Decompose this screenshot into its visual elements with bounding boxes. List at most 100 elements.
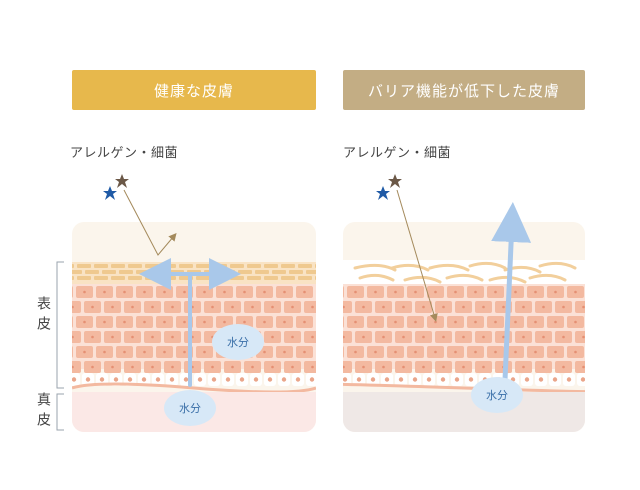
basal-nucleus <box>169 377 175 382</box>
cell-nucleus <box>462 335 465 339</box>
basal-nucleus <box>99 377 105 382</box>
cell-nucleus <box>311 335 314 339</box>
cell-nucleus <box>131 305 134 309</box>
corneum-cell <box>272 270 286 274</box>
cell-nucleus <box>271 365 274 369</box>
cell-nucleus <box>382 365 385 369</box>
corneum-cell <box>264 264 278 268</box>
corneum-cell <box>230 276 244 280</box>
water-escape-arrow-right <box>491 202 532 383</box>
corneum-cell <box>136 270 150 274</box>
cell-nucleus <box>474 290 477 294</box>
cell-nucleus <box>203 350 206 354</box>
basal-nucleus <box>580 377 585 382</box>
cell-nucleus <box>151 365 154 369</box>
corneum-cell <box>94 264 108 268</box>
cell-nucleus <box>151 335 154 339</box>
basal-nucleus <box>267 377 273 382</box>
cell-nucleus <box>163 290 166 294</box>
epidermis-label: 表皮 <box>28 296 51 336</box>
cell-nucleus <box>414 320 417 324</box>
corneum-cell <box>162 264 176 268</box>
cell-nucleus <box>554 350 557 354</box>
corneum-cell <box>145 276 159 280</box>
cell-nucleus <box>263 320 266 324</box>
cell-nucleus <box>522 365 525 369</box>
cell-nucleus <box>494 350 497 354</box>
corneum-flake <box>403 275 442 284</box>
cell-nucleus <box>343 365 345 369</box>
basal-nucleus <box>127 377 133 382</box>
cell-nucleus <box>442 305 445 309</box>
epidermis-cells-right <box>334 286 585 373</box>
cell-nucleus <box>582 335 585 339</box>
cell-nucleus <box>111 335 114 339</box>
cell-nucleus <box>482 335 485 339</box>
basement-membrane <box>343 382 585 394</box>
cell-nucleus <box>514 320 517 324</box>
cell-nucleus <box>334 291 337 294</box>
corneum-cell <box>306 270 316 274</box>
corneum-cell <box>196 264 210 268</box>
cell-nucleus <box>311 305 314 309</box>
cell-nucleus <box>562 365 565 369</box>
basal-nucleus <box>426 377 432 382</box>
cell-nucleus <box>131 365 134 369</box>
basal-nucleus <box>440 377 446 382</box>
allergen-label-left: アレルゲン・細菌 <box>70 146 179 161</box>
basal-nucleus <box>412 377 418 382</box>
cell-nucleus <box>72 335 74 339</box>
cell-nucleus <box>203 320 206 324</box>
cell-nucleus <box>402 305 405 309</box>
cell-nucleus <box>442 335 445 339</box>
cell-nucleus <box>103 320 106 324</box>
corneum-cell <box>145 264 159 268</box>
basal-nucleus <box>72 377 77 382</box>
cell-nucleus <box>462 305 465 309</box>
corneum-cell <box>77 264 91 268</box>
cell-nucleus <box>582 305 585 309</box>
cell-nucleus <box>143 350 146 354</box>
cell-nucleus <box>231 365 234 369</box>
cell-nucleus <box>442 365 445 369</box>
cell-nucleus <box>482 365 485 369</box>
cell-nucleus <box>514 350 517 354</box>
cell-nucleus <box>143 320 146 324</box>
basal-nucleus <box>356 377 362 382</box>
cell-nucleus <box>263 350 266 354</box>
cell-nucleus <box>123 320 126 324</box>
cell-nucleus <box>454 350 457 354</box>
allergen-star-left-brown <box>115 174 129 188</box>
cell-nucleus <box>382 335 385 339</box>
basal-nucleus <box>85 377 91 382</box>
cell-nucleus <box>211 365 214 369</box>
cell-nucleus <box>143 290 146 294</box>
corneum-cell <box>315 276 316 280</box>
healthy-skin-header: 健康な皮膚 <box>72 70 316 110</box>
cell-nucleus <box>343 335 345 339</box>
cell-nucleus <box>542 365 545 369</box>
corneum-cell <box>289 270 303 274</box>
cell-nucleus <box>151 305 154 309</box>
cell-nucleus <box>502 335 505 339</box>
basal-nucleus <box>155 377 161 382</box>
cell-nucleus <box>283 320 286 324</box>
cell-nucleus <box>542 305 545 309</box>
corneum-cell <box>72 276 74 280</box>
epidermis-cell <box>343 286 344 298</box>
corneum-flake <box>538 261 577 270</box>
cell-nucleus <box>103 350 106 354</box>
cell-nucleus <box>183 350 186 354</box>
cell-nucleus <box>394 350 397 354</box>
cell-nucleus <box>163 320 166 324</box>
cell-nucleus <box>514 290 517 294</box>
cell-nucleus <box>422 305 425 309</box>
basal-nucleus <box>183 377 189 382</box>
cell-nucleus <box>63 291 66 294</box>
cell-nucleus <box>534 290 537 294</box>
cell-nucleus <box>374 320 377 324</box>
healthy-skin-title: 健康な皮膚 <box>153 81 234 100</box>
cell-nucleus <box>474 350 477 354</box>
epidermis-cell <box>343 346 344 358</box>
corneum-cell <box>111 264 125 268</box>
